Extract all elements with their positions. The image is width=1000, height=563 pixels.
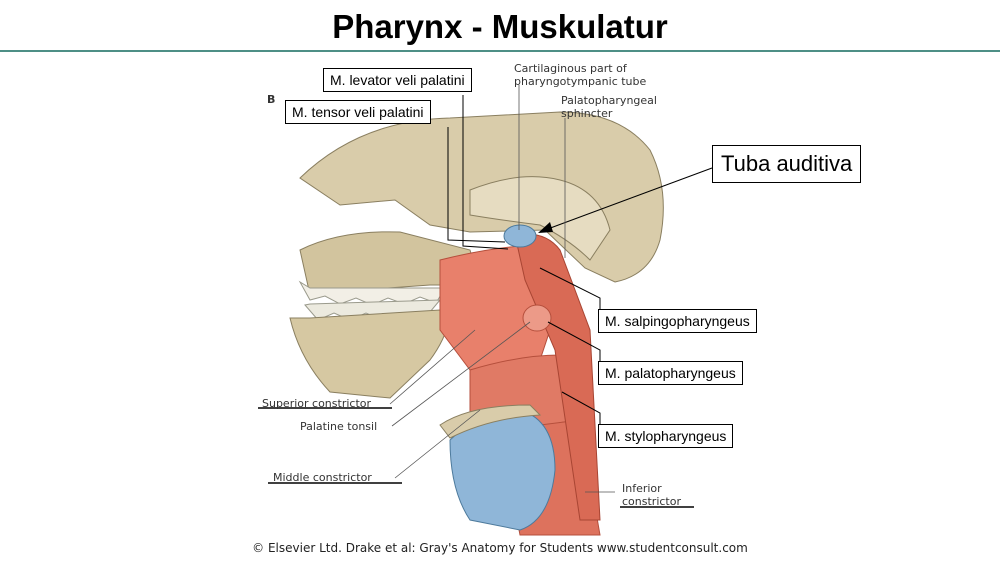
figure-credit: © Elsevier Ltd. Drake et al: Gray's Anat… [252,541,748,555]
callout-tuba-auditiva: Tuba auditiva [712,145,862,183]
leader-levator [462,95,509,250]
leader-tuba-arrowhead [538,222,553,233]
label-palatopharyngeal-sphincter: Palatopharyngeal sphincter [561,94,657,120]
label-line: Cartilaginous part of [514,62,627,75]
leader-tensor [447,127,506,243]
label-middle-constrictor: Middle constrictor [273,471,372,484]
hyoid-bone [439,404,542,439]
label-superior-constrictor: Superior constrictor [262,397,372,410]
maxilla-bone [299,231,481,296]
label-inferior-constrictor: Inferior constrictor [622,482,681,508]
petrous-bone [469,176,611,261]
label-palatine-tonsil: Palatine tonsil [300,420,378,433]
tube-cartilage [503,224,537,248]
label-line: pharyngotympanic tube [514,75,647,88]
title-divider [0,50,1000,52]
label-cartilaginous-tube: Cartilaginous part of pharyngotympanic t… [514,62,646,88]
leader-tuba [544,167,713,231]
leader-middle-constrictor [394,409,481,479]
label-line: sphincter [561,107,613,120]
label-line: Inferior [622,482,662,495]
callout-salpingopharyngeus: M. salpingopharyngeus [598,309,757,333]
label-line: Palatopharyngeal [561,94,657,107]
mandible-bone [289,309,451,399]
leader-palatine-tonsil [391,321,531,427]
callout-stylopharyngeus: M. stylopharyngeus [598,424,734,448]
leader-superior-constrictor [389,329,476,405]
callout-palatopharyngeus: M. palatopharyngeus [598,361,743,385]
callout-levator-veli-palatini: M. levator veli palatini [323,68,472,92]
label-line: constrictor [622,495,681,508]
slide-title: Pharynx - Muskulatur [332,8,668,45]
palatine-tonsil [522,304,552,332]
callout-tensor-veli-palatini: M. tensor veli palatini [285,100,431,124]
panel-letter: B [267,93,276,106]
